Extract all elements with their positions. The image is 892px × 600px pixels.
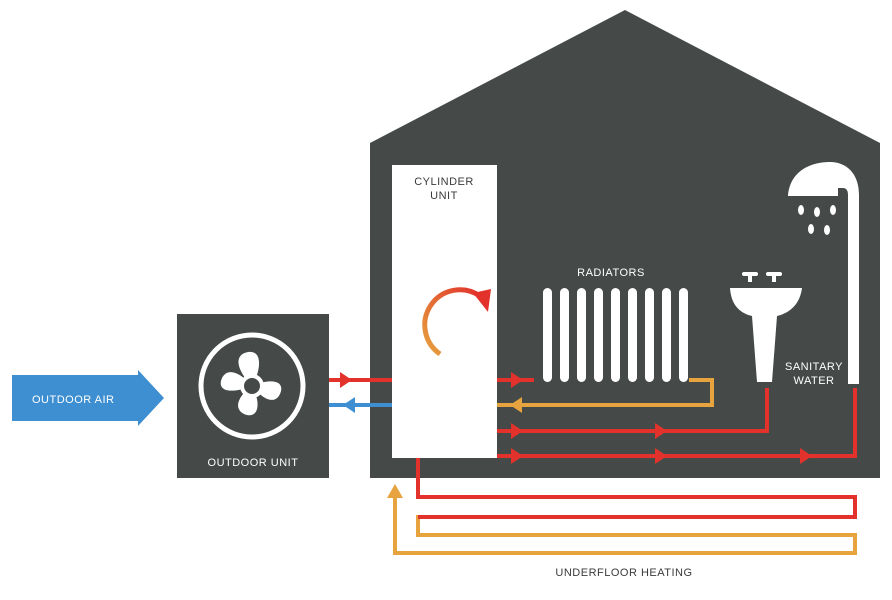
outdoor-unit-label: OUTDOOR UNIT: [208, 457, 299, 469]
sink-icon: [730, 272, 802, 382]
underfloor-heating-label: UNDERFLOOR HEATING: [555, 567, 692, 579]
radiator-icon: [543, 288, 688, 382]
fan-icon: [198, 332, 306, 440]
outdoor-flow-lines: [329, 372, 392, 413]
circular-arrow-icon: [422, 287, 491, 357]
cylinder-unit: [392, 165, 497, 458]
house-silhouette: [370, 10, 880, 478]
sink-supply-line: [497, 388, 769, 439]
cylinder-label-line1: CYLINDER: [414, 176, 474, 188]
shower-icon: [788, 162, 859, 384]
sanitary-water-label-line2: WATER: [794, 375, 835, 387]
shower-supply-line: [497, 388, 857, 464]
radiators-label: RADIATORS: [577, 267, 645, 279]
sanitary-water-label-line1: SANITARY: [785, 361, 843, 373]
outdoor-air-arrow: [12, 370, 164, 426]
underfloor-heating-pipes: [387, 458, 857, 555]
radiator-flow-lines: [497, 372, 714, 413]
cylinder-label-line2: UNIT: [430, 190, 458, 202]
outdoor-air-label: OUTDOOR AIR: [32, 394, 115, 406]
